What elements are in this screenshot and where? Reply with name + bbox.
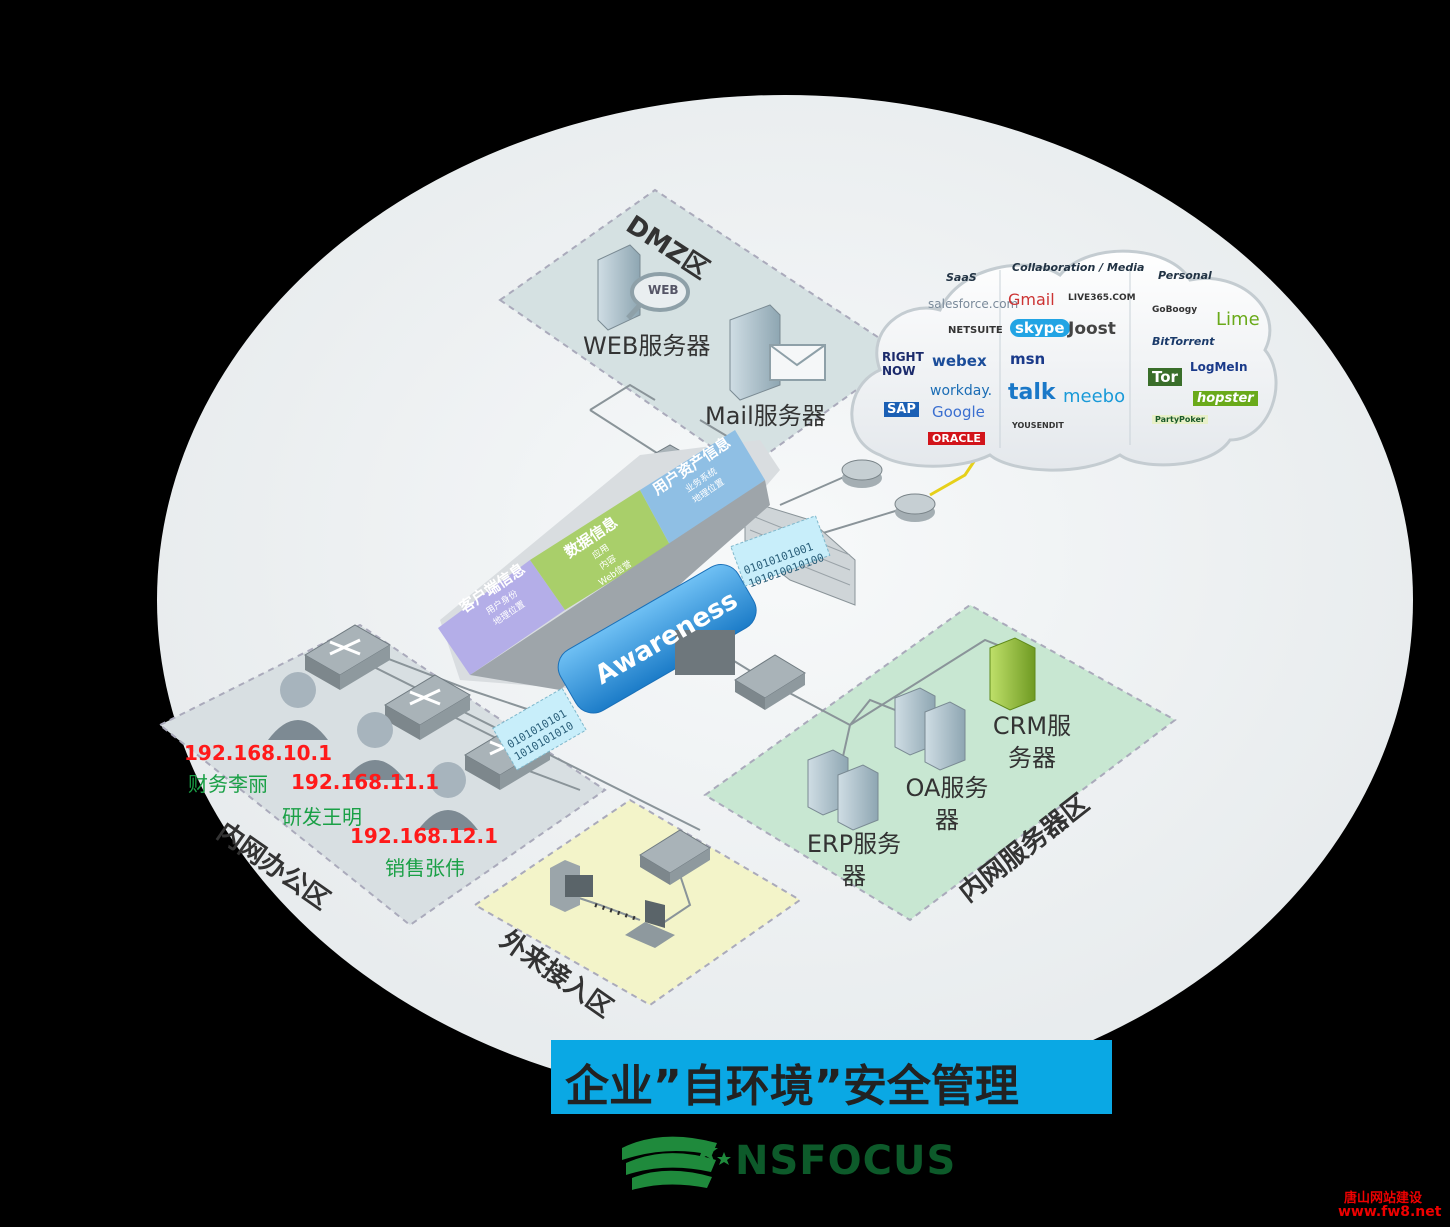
awareness-pill [557, 564, 757, 714]
watermark-line2: www.fw8.net [1338, 1204, 1442, 1220]
user-avatar-icon [268, 672, 328, 740]
oa-server-icon [894, 687, 966, 771]
web-server-label: WEB服务器 [583, 332, 711, 360]
router-icon [841, 459, 883, 488]
mail-server-icon [729, 304, 826, 401]
personal-logo: hopster [1193, 391, 1258, 406]
prism-bottom-face [470, 480, 770, 690]
oa-server-label: OA服务 器 [895, 772, 999, 836]
collab-logo: Joost [1068, 319, 1116, 339]
collab-logo: skype [1010, 319, 1070, 337]
user-ip: 192.168.12.1 [350, 824, 499, 848]
background-ellipse [157, 95, 1413, 1105]
internet-link-icon [929, 459, 977, 497]
crm-server-label: CRM服 务器 [982, 710, 1082, 774]
crm-label-line1: CRM服 [992, 712, 1072, 740]
saas-logo: workday. [930, 383, 993, 399]
user-avatar-icon [345, 712, 405, 780]
user-ip: 192.168.11.1 [291, 770, 440, 794]
user-avatar-icon [418, 762, 478, 830]
switch-icon [304, 624, 391, 690]
awareness-base [675, 630, 735, 675]
crm-label-line2: 务器 [1008, 744, 1056, 772]
saas-logo: SAP [884, 402, 919, 417]
saas-logo: NETSUITE [948, 325, 1003, 336]
personal-logo: PartyPoker [1152, 415, 1208, 424]
brand-name: NSFOCUS [735, 1138, 957, 1184]
nsfocus-logo-icon [622, 1136, 731, 1190]
saas-logo: webex [932, 352, 987, 370]
saas-logo: salesforce.com [928, 297, 1019, 311]
personal-logo: GoBoogy [1152, 305, 1198, 315]
binary-strip [730, 515, 831, 587]
router-icon [894, 493, 936, 522]
switch-icon [639, 829, 711, 885]
switch-icon [734, 654, 806, 710]
saas-logo: ORACLE [928, 432, 985, 445]
web-badge: WEB [648, 283, 679, 297]
desktop-pc-icon [550, 860, 593, 912]
oa-label-line2: 器 [935, 806, 959, 834]
prism-client-face [438, 560, 565, 675]
personal-logo: Lime [1216, 309, 1260, 330]
erp-label-line1: ERP服务 [806, 830, 902, 858]
collab-logo: meebo [1063, 386, 1126, 407]
personal-logo: Tor [1148, 368, 1182, 386]
watermark-line1: 唐山网站建设 [1344, 1191, 1423, 1206]
prism-data-face [530, 490, 670, 610]
switch-icon [384, 674, 471, 740]
saas-logo: Google [932, 403, 985, 421]
laptop-icon [625, 900, 675, 948]
mail-server-label: Mail服务器 [705, 402, 826, 430]
guest-zone [473, 798, 802, 1007]
collab-logo: msn [1010, 350, 1046, 368]
prism-asset-face [640, 430, 765, 545]
user-name: 财务李丽 [188, 772, 268, 796]
erp-server-icon [807, 749, 879, 831]
web-server-icon [597, 244, 690, 331]
cloud-personal-heading: Personal [1158, 269, 1212, 282]
collab-logo: talk [1008, 380, 1056, 405]
binary-strip [492, 687, 587, 771]
collab-logo: Gmail [1008, 290, 1055, 309]
personal-logo: BitTorrent [1152, 335, 1215, 348]
saas-logo: RIGHT NOW [882, 350, 924, 378]
erp-server-label: ERP服务 器 [798, 828, 910, 892]
title-banner: 企业”自环境”安全管理 [551, 1040, 1112, 1114]
user-name: 研发王明 [282, 805, 362, 829]
crm-server-icon [989, 637, 1036, 711]
user-ip: 192.168.10.1 [184, 741, 333, 765]
page-title: 企业”自环境”安全管理 [565, 1061, 1019, 1112]
erp-label-line2: 器 [842, 862, 866, 890]
collab-logo: LIVE365.COM [1068, 293, 1136, 303]
personal-logo: LogMeIn [1190, 360, 1248, 374]
cloud-collab-heading: Collaboration / Media [1012, 261, 1145, 274]
user-name: 销售张伟 [385, 856, 465, 880]
collab-logo: YOUSENDIT [1012, 421, 1064, 430]
cloud-saas-heading: SaaS [946, 271, 977, 284]
oa-label-line1: OA服务 [905, 774, 989, 802]
